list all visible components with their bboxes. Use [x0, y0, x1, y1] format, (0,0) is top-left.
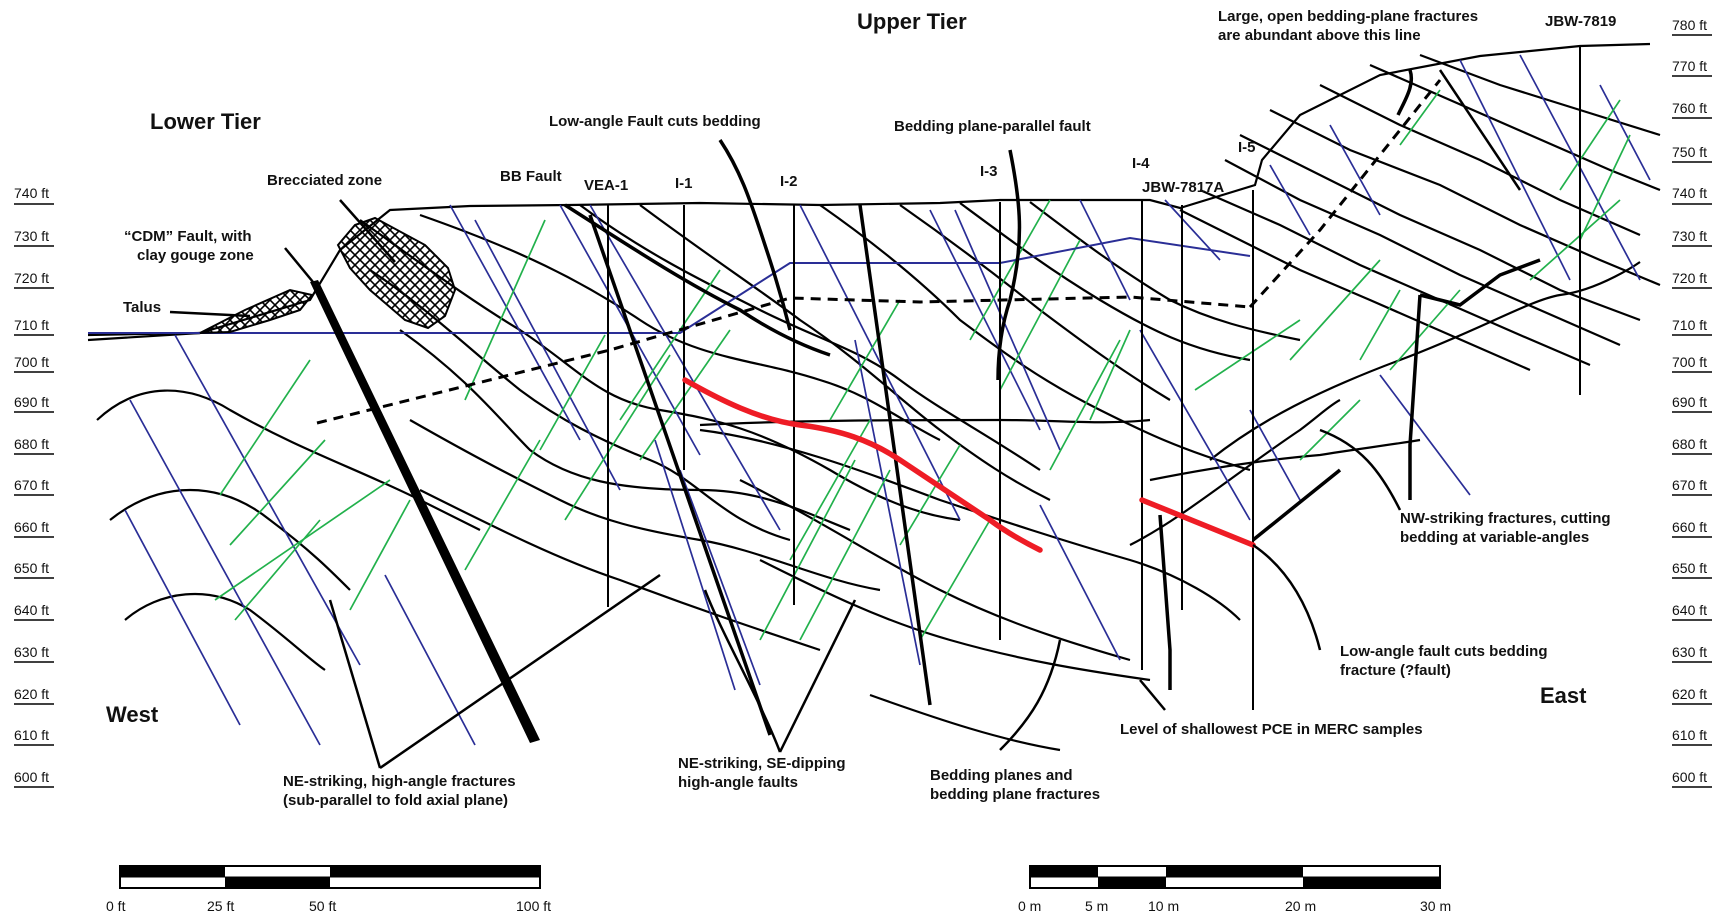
svg-text:100 ft: 100 ft [516, 898, 551, 914]
svg-text:760 ft: 760 ft [1672, 100, 1707, 116]
elevation-ticks [14, 34, 1712, 788]
svg-text:Large, open bedding-plane frac: Large, open bedding-plane fractures [1218, 8, 1478, 25]
svg-text:I-1: I-1 [675, 175, 693, 192]
svg-text:610 ft: 610 ft [14, 727, 49, 743]
svg-text:0 ft: 0 ft [106, 898, 126, 914]
elevation-labels-left: 740 ft 730 ft 720 ft 710 ft 700 ft 690 f… [14, 185, 49, 785]
svg-text:730 ft: 730 ft [1672, 228, 1707, 244]
svg-text:720 ft: 720 ft [14, 270, 49, 286]
svg-text:780 ft: 780 ft [1672, 17, 1707, 33]
svg-text:Bedding planes and: Bedding planes and [930, 767, 1073, 784]
scale-bar-meters: 0 m 5 m 10 m 20 m 30 m [1018, 865, 1451, 914]
leader-lines [169, 69, 1522, 770]
svg-text:680 ft: 680 ft [14, 436, 49, 452]
svg-text:600 ft: 600 ft [14, 769, 49, 785]
talus-zone [199, 288, 314, 334]
elevation-labels-right: 780 ft 770 ft 760 ft 750 ft 740 ft 730 f… [1672, 17, 1707, 785]
svg-text:50 ft: 50 ft [309, 898, 336, 914]
svg-text:fracture (?fault): fracture (?fault) [1340, 662, 1451, 679]
svg-text:25 ft: 25 ft [207, 898, 234, 914]
svg-text:770 ft: 770 ft [1672, 58, 1707, 74]
svg-text:Talus: Talus [123, 299, 161, 316]
svg-text:I-4: I-4 [1132, 155, 1150, 172]
svg-text:NW-striking fractures, cutting: NW-striking fractures, cutting [1400, 510, 1611, 527]
svg-text:30 m: 30 m [1420, 898, 1451, 914]
svg-text:700 ft: 700 ft [14, 354, 49, 370]
svg-text:20 m: 20 m [1285, 898, 1316, 914]
svg-text:690 ft: 690 ft [14, 394, 49, 410]
svg-text:680 ft: 680 ft [1672, 436, 1707, 452]
svg-text:730 ft: 730 ft [14, 228, 49, 244]
svg-text:clay gouge zone: clay gouge zone [137, 247, 254, 264]
svg-text:Level of shallowest PCE in MER: Level of shallowest PCE in MERC samples [1120, 721, 1423, 738]
svg-text:710 ft: 710 ft [14, 317, 49, 333]
svg-text:660 ft: 660 ft [1672, 519, 1707, 535]
west-label: West [106, 702, 159, 727]
svg-text:620 ft: 620 ft [14, 686, 49, 702]
water-table [88, 236, 1251, 334]
svg-text:bedding at variable-angles: bedding at variable-angles [1400, 529, 1589, 546]
faults [310, 69, 1541, 743]
svg-text:750 ft: 750 ft [1672, 144, 1707, 160]
brecciated-zone [336, 216, 457, 330]
svg-text:640 ft: 640 ft [14, 602, 49, 618]
svg-text:0 m: 0 m [1018, 898, 1041, 914]
pce-level-line [682, 377, 1043, 553]
svg-text:650 ft: 650 ft [14, 560, 49, 576]
scale-bar-feet: 0 ft 25 ft 50 ft 100 ft [106, 865, 551, 914]
svg-text:NE-striking, SE-dipping: NE-striking, SE-dipping [678, 755, 846, 772]
upper-tier-label: Upper Tier [857, 9, 967, 34]
svg-text:I-3: I-3 [980, 163, 998, 180]
svg-text:690 ft: 690 ft [1672, 394, 1707, 410]
svg-text:JBW-7819: JBW-7819 [1545, 13, 1616, 30]
svg-text:710 ft: 710 ft [1672, 317, 1707, 333]
svg-text:NE-striking, high-angle fractu: NE-striking, high-angle fractures [283, 773, 516, 790]
svg-text:740 ft: 740 ft [14, 185, 49, 201]
annotations: Brecciated zone “CDM” Fault, with clay g… [123, 8, 1611, 809]
svg-text:660 ft: 660 ft [14, 519, 49, 535]
svg-text:620 ft: 620 ft [1672, 686, 1707, 702]
svg-text:Brecciated zone: Brecciated zone [267, 172, 382, 189]
svg-text:10 m: 10 m [1148, 898, 1179, 914]
east-label: East [1540, 683, 1587, 708]
svg-text:630 ft: 630 ft [1672, 644, 1707, 660]
svg-text:are abundant above this line: are abundant above this line [1218, 27, 1421, 44]
svg-text:Low-angle Fault cuts bedding: Low-angle Fault cuts bedding [549, 113, 761, 130]
svg-text:(sub-parallel to fold axial pl: (sub-parallel to fold axial plane) [283, 792, 508, 809]
pce-level-line-2 [1139, 497, 1256, 548]
svg-text:high-angle faults: high-angle faults [678, 774, 798, 791]
svg-text:740 ft: 740 ft [1672, 185, 1707, 201]
bedding-planes [96, 53, 1661, 752]
cdm-fault [310, 280, 540, 743]
svg-text:600 ft: 600 ft [1672, 769, 1707, 785]
svg-text:I-5: I-5 [1238, 139, 1256, 156]
ne-fractures [214, 89, 1631, 641]
svg-text:Bedding plane-parallel fault: Bedding plane-parallel fault [894, 118, 1091, 135]
svg-text:VEA-1: VEA-1 [584, 177, 628, 194]
svg-text:JBW-7817A: JBW-7817A [1142, 179, 1224, 196]
svg-text:610 ft: 610 ft [1672, 727, 1707, 743]
svg-text:BB Fault: BB Fault [500, 168, 562, 185]
svg-text:640 ft: 640 ft [1672, 602, 1707, 618]
svg-text:“CDM” Fault, with: “CDM” Fault, with [124, 228, 252, 245]
svg-text:bedding plane fractures: bedding plane fractures [930, 786, 1100, 803]
lower-tier-label: Lower Tier [150, 109, 261, 134]
svg-text:720 ft: 720 ft [1672, 270, 1707, 286]
svg-text:630 ft: 630 ft [14, 644, 49, 660]
well-labels: VEA-1 I-1 I-2 I-3 I-4 JBW-7817A I-5 JBW-… [584, 13, 1616, 196]
svg-text:Low-angle fault cuts bedding: Low-angle fault cuts bedding [1340, 643, 1548, 660]
svg-text:I-2: I-2 [780, 173, 798, 190]
svg-text:700 ft: 700 ft [1672, 354, 1707, 370]
svg-text:670 ft: 670 ft [1672, 477, 1707, 493]
svg-text:5 m: 5 m [1085, 898, 1108, 914]
svg-text:650 ft: 650 ft [1672, 560, 1707, 576]
dashed-upper-line [1248, 79, 1442, 309]
svg-text:670 ft: 670 ft [14, 477, 49, 493]
nw-fractures [124, 54, 1651, 746]
